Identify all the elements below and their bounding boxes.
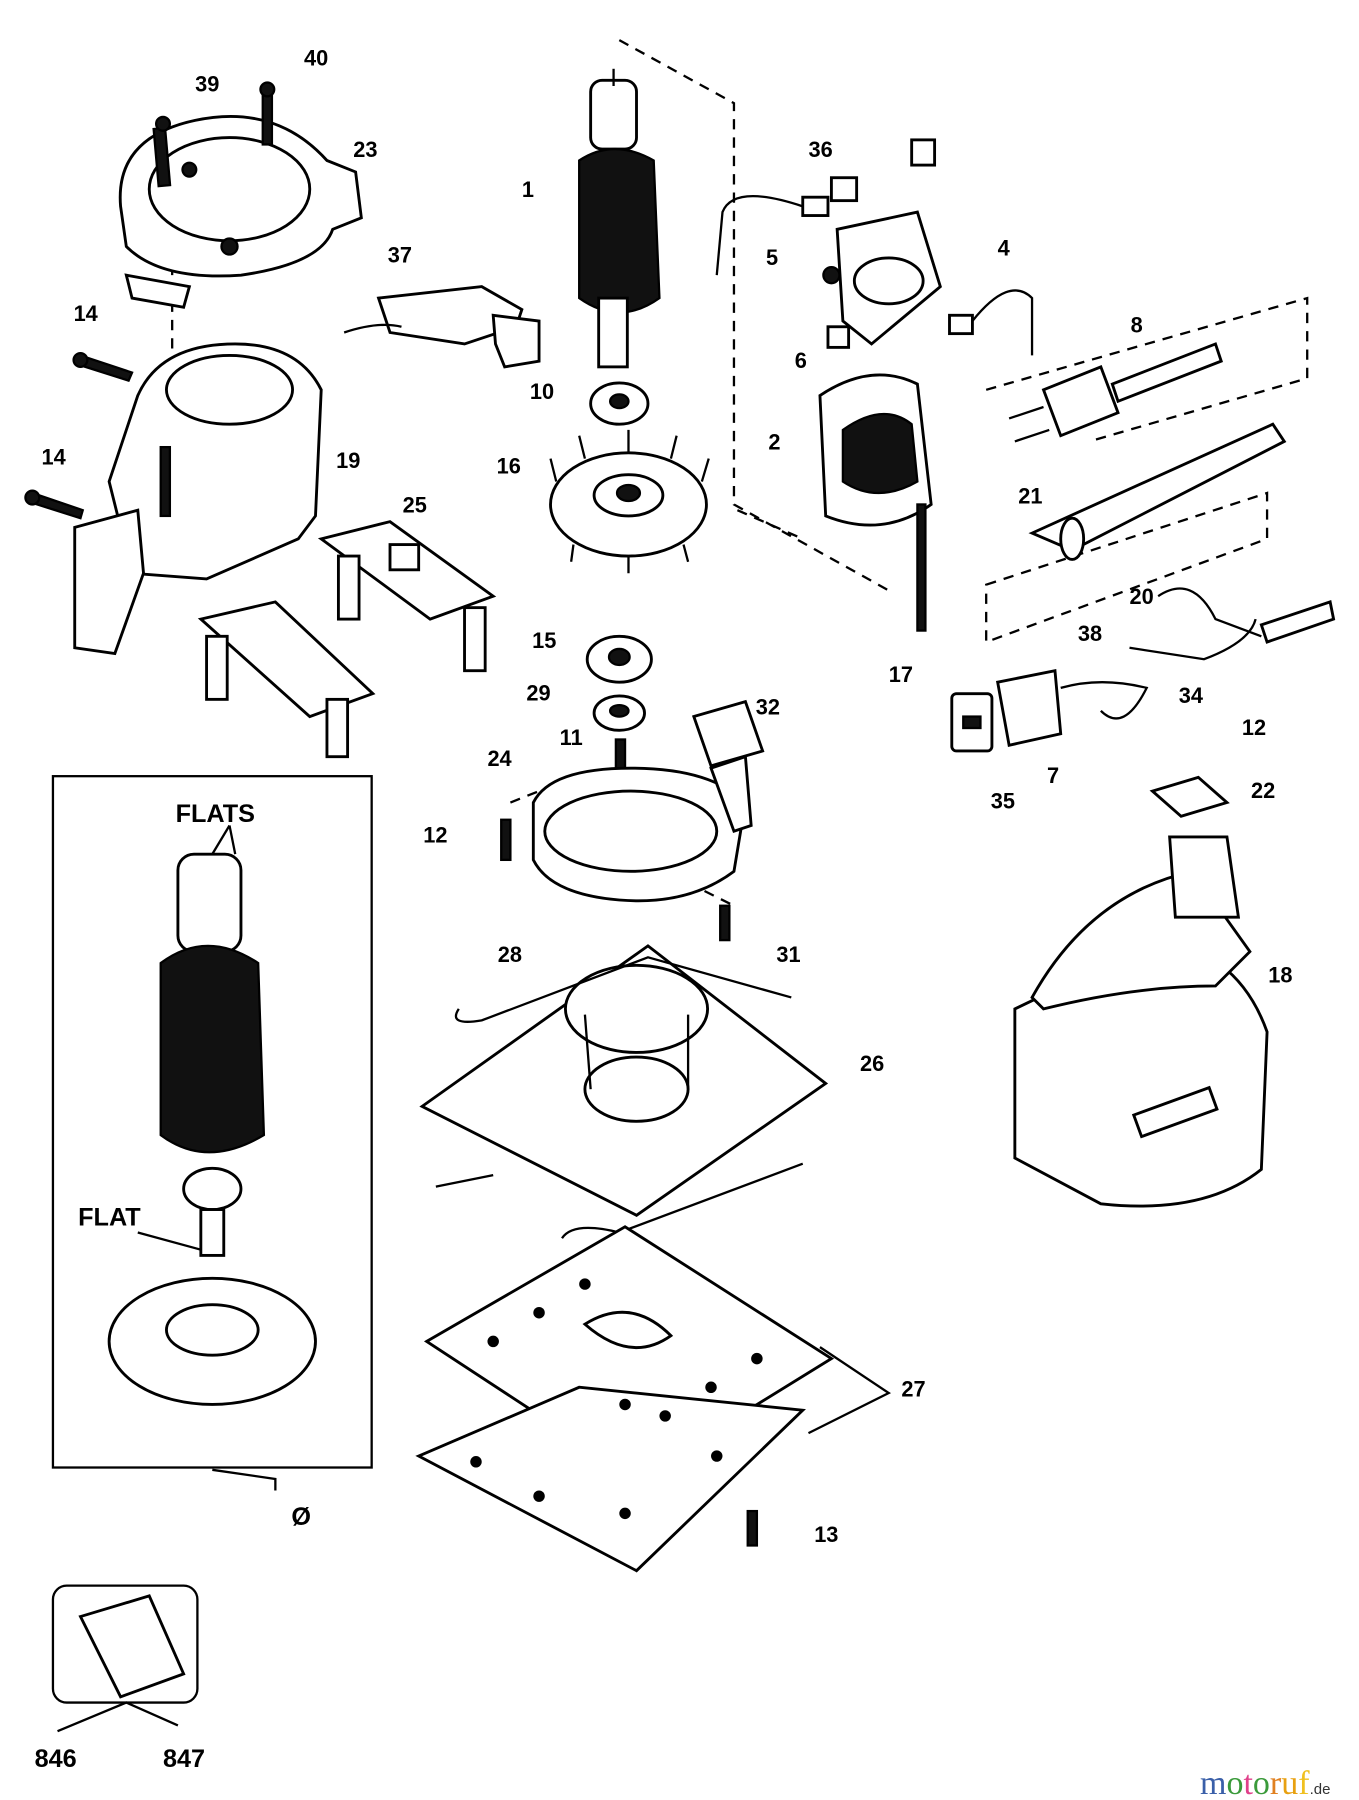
- watermark-letter: o: [1252, 1765, 1270, 1800]
- part-2-field: [818, 373, 933, 632]
- label-27: 27: [901, 1376, 925, 1401]
- label-24: 24: [487, 746, 511, 771]
- label-847: 847: [163, 1745, 205, 1773]
- label-5: 5: [766, 245, 778, 270]
- label-11: 11: [560, 725, 583, 750]
- watermark-letter: m: [1200, 1765, 1227, 1800]
- label-7: 7: [1047, 763, 1059, 788]
- label-13: 13: [814, 1522, 838, 1547]
- label-25: 25: [403, 492, 427, 517]
- part-16-fan: [549, 429, 710, 574]
- label-36: 36: [808, 137, 832, 162]
- label-15: 15: [532, 628, 556, 653]
- label-39: 39: [195, 72, 219, 97]
- screws-14: [24, 351, 134, 520]
- label-26: 26: [860, 1051, 884, 1076]
- part-12-screw: [500, 818, 512, 862]
- label-29: 29: [526, 681, 550, 706]
- watermark-logo: motoruf.de: [1200, 1765, 1351, 1800]
- label-22: 22: [1251, 778, 1275, 803]
- label-assembly: Ø: [291, 1503, 311, 1531]
- part-23-cover: [118, 114, 363, 309]
- label-18: 18: [1268, 963, 1292, 988]
- watermark-letter: o: [1226, 1765, 1244, 1800]
- part-brush-holder: [715, 138, 1034, 356]
- label-31: 31: [776, 942, 800, 967]
- part-1-armature: [578, 68, 661, 369]
- label-flats: FLATS: [176, 800, 255, 828]
- label-17: 17: [889, 662, 913, 687]
- label-20: 20: [1130, 584, 1154, 609]
- kit-box: [51, 1584, 199, 1733]
- label-21: 21: [1018, 483, 1042, 508]
- label-16: 16: [497, 454, 521, 479]
- part-11-screw: [614, 738, 627, 770]
- armature-assembly-inset: [51, 775, 373, 1491]
- part-27-sanding-pads: [415, 1225, 892, 1573]
- label-37: 37: [388, 243, 412, 268]
- watermark-letter: u: [1281, 1765, 1299, 1800]
- label-35: 35: [991, 788, 1015, 813]
- label-1: 1: [522, 177, 534, 202]
- watermark-letter: r: [1269, 1765, 1282, 1800]
- part-labels: 40 39 23 1 36 37 5 4 8 14 6 10 2 19 14 1…: [35, 45, 1293, 1772]
- part-10-bearing: [589, 381, 650, 426]
- screws-39-40: [152, 81, 276, 188]
- part-24-fan-guard: [531, 754, 753, 903]
- label-34: 34: [1179, 683, 1203, 708]
- label-4: 4: [998, 236, 1010, 261]
- watermark-letter: f: [1298, 1765, 1310, 1800]
- label-12: 12: [1242, 715, 1266, 740]
- label-14: 14: [74, 301, 98, 326]
- label-14: 14: [41, 444, 65, 469]
- label-846: 846: [35, 1745, 77, 1773]
- label-6: 6: [795, 348, 807, 373]
- part-37-circuit-board: [343, 285, 541, 369]
- label-19: 19: [336, 448, 360, 473]
- part-29-counterweight: [592, 694, 646, 732]
- watermark-letter: t: [1243, 1765, 1253, 1800]
- label-10: 10: [530, 379, 554, 404]
- label-12: 12: [423, 823, 447, 848]
- label-8: 8: [1131, 312, 1143, 337]
- label-28: 28: [498, 942, 522, 967]
- part-8-cord-plug: [1008, 342, 1224, 443]
- label-2: 2: [768, 429, 780, 454]
- part-21-cord-protector: [1028, 422, 1287, 561]
- label-40: 40: [304, 45, 328, 70]
- label-flat: FLAT: [78, 1204, 141, 1232]
- watermark-suffix: .de: [1309, 1781, 1331, 1798]
- part-32-pad: [691, 699, 765, 768]
- part-12-screw: [719, 904, 731, 942]
- part-15-bearing: [585, 634, 653, 684]
- part-20-leads: [1129, 587, 1336, 661]
- label-23: 23: [353, 137, 377, 162]
- label-38: 38: [1078, 621, 1102, 646]
- part-22-clamp: [1149, 775, 1230, 818]
- part-19-housing: [73, 342, 323, 656]
- label-32: 32: [756, 694, 780, 719]
- part-7-switch: [950, 668, 1149, 753]
- part-26-platen: [419, 944, 829, 1217]
- part-25-brackets: [197, 520, 497, 759]
- part-18-housing: [1013, 835, 1269, 1208]
- part-13-screw: [746, 1509, 759, 1547]
